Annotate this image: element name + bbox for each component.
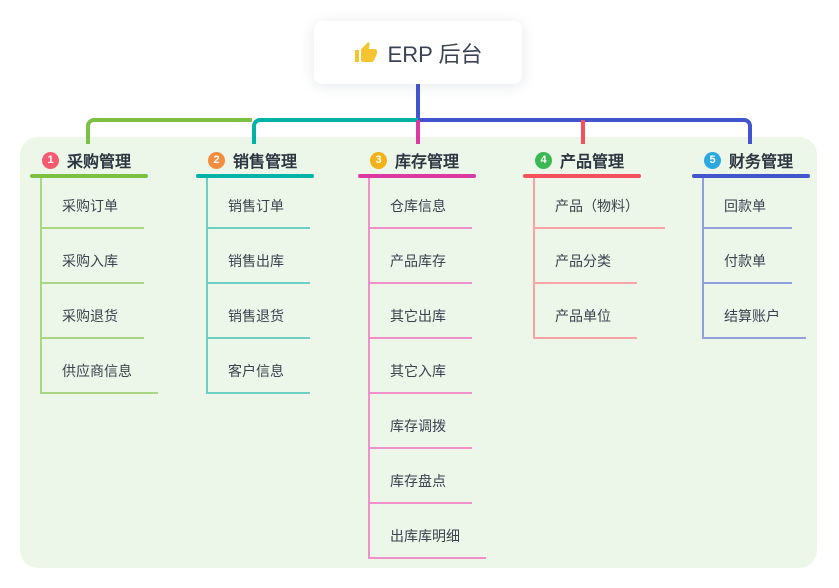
child-topic[interactable]: 付款单 [704, 229, 810, 284]
child-topic[interactable]: 产品（物料） [535, 178, 665, 229]
child-topic[interactable]: 采购订单 [42, 178, 158, 229]
branch-number-badge: 3 [370, 151, 387, 169]
thumbs-up-icon [354, 41, 378, 65]
branch-title[interactable]: 2 销售管理 [196, 148, 314, 172]
branch-number-badge: 2 [208, 151, 225, 169]
child-topic[interactable]: 其它出库 [370, 284, 486, 339]
branch-underline [30, 174, 148, 178]
child-topic[interactable]: 回款单 [704, 178, 810, 229]
branch-children: 仓库信息 产品库存 其它出库 其它入库 库存调拨 库存盘点 出库库明细 [368, 178, 486, 559]
child-topic[interactable]: 销售订单 [208, 178, 314, 229]
branch-title[interactable]: 4 产品管理 [523, 148, 665, 172]
branch-underline [523, 174, 641, 178]
branch-title[interactable]: 5 财务管理 [692, 148, 810, 172]
branch-underline [196, 174, 314, 178]
child-topic[interactable]: 产品库存 [370, 229, 486, 284]
connector-inventory [416, 120, 420, 144]
branch-title[interactable]: 1 采购管理 [30, 148, 158, 172]
branch-number-badge: 1 [42, 151, 59, 169]
root-label: ERP 后台 [387, 41, 483, 67]
branch-title-label: 库存管理 [395, 154, 460, 171]
child-topic[interactable]: 出库库明细 [370, 504, 486, 559]
connector-finance [418, 118, 752, 144]
child-topic[interactable]: 库存盘点 [370, 449, 486, 504]
branch-number-badge: 4 [535, 151, 552, 169]
branch-purchase: 1 采购管理 采购订单 采购入库 采购退货 供应商信息 [30, 148, 158, 394]
child-topic[interactable]: 产品单位 [535, 284, 665, 339]
branch-title[interactable]: 3 库存管理 [358, 148, 486, 172]
child-topic[interactable]: 库存调拨 [370, 394, 486, 449]
branch-title-label: 产品管理 [560, 154, 625, 171]
connector-product [581, 120, 585, 144]
branch-underline [358, 174, 476, 178]
branch-title-label: 销售管理 [233, 154, 298, 171]
child-topic[interactable]: 供应商信息 [42, 339, 158, 394]
child-topic[interactable]: 销售退货 [208, 284, 314, 339]
branch-underline [692, 174, 810, 178]
canvas-panel [20, 137, 817, 568]
connector-purchase [86, 118, 252, 144]
branch-children: 产品（物料） 产品分类 产品单位 [533, 178, 665, 339]
branch-children: 采购订单 采购入库 采购退货 供应商信息 [40, 178, 158, 394]
child-topic[interactable]: 结算账户 [704, 284, 810, 339]
branch-sales: 2 销售管理 销售订单 销售出库 销售退货 客户信息 [196, 148, 314, 394]
branch-title-label: 采购管理 [67, 154, 132, 171]
child-topic[interactable]: 销售出库 [208, 229, 314, 284]
branch-children: 销售订单 销售出库 销售退货 客户信息 [206, 178, 314, 394]
branch-product: 4 产品管理 产品（物料） 产品分类 产品单位 [523, 148, 665, 339]
child-topic[interactable]: 采购退货 [42, 284, 158, 339]
child-topic[interactable]: 仓库信息 [370, 178, 486, 229]
branch-finance: 5 财务管理 回款单 付款单 结算账户 [692, 148, 810, 339]
child-topic[interactable]: 客户信息 [208, 339, 314, 394]
branch-children: 回款单 付款单 结算账户 [702, 178, 810, 339]
root-connector-line [416, 84, 420, 122]
branch-number-badge: 5 [704, 151, 721, 169]
child-topic[interactable]: 其它入库 [370, 339, 486, 394]
root-node[interactable]: ERP 后台 [314, 21, 522, 84]
child-topic[interactable]: 产品分类 [535, 229, 665, 284]
child-topic[interactable]: 采购入库 [42, 229, 158, 284]
connector-sales [252, 118, 418, 144]
branch-title-label: 财务管理 [729, 154, 794, 171]
branch-inventory: 3 库存管理 仓库信息 产品库存 其它出库 其它入库 库存调拨 库存盘点 出库库… [358, 148, 486, 559]
